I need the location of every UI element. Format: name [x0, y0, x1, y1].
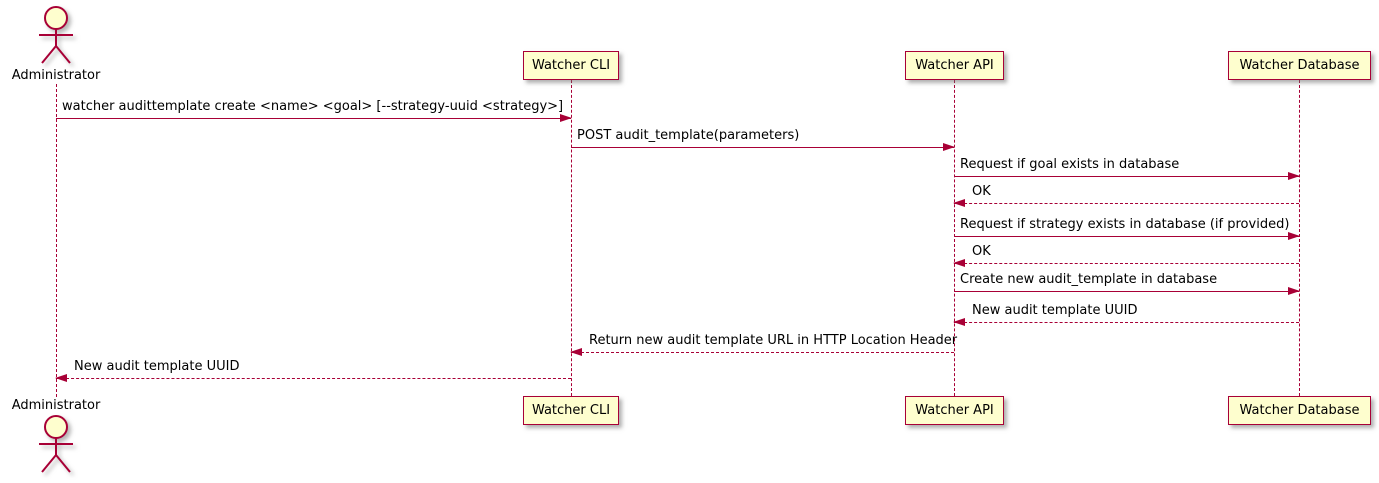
participant-watcher-database-top: Watcher Database [1228, 51, 1371, 80]
message-line [954, 291, 1299, 292]
message-line [954, 263, 1299, 264]
actor-administrator-label-top: Administrator [11, 68, 101, 83]
arrowhead-right-icon [1288, 171, 1300, 180]
actor-administrator-icon [39, 6, 73, 64]
actor-administrator-icon [39, 415, 73, 473]
participant-watcher-api-bottom: Watcher API [905, 396, 1004, 425]
participant-watcher-database-bottom: Watcher Database [1228, 396, 1371, 425]
message-line [571, 147, 954, 148]
message-label: Return new audit template URL in HTTP Lo… [589, 333, 958, 348]
message-label: watcher audittemplate create <name> <goa… [62, 99, 564, 114]
message-line [954, 236, 1299, 237]
arrowhead-left-icon [953, 317, 965, 326]
participant-label: Watcher CLI [531, 58, 611, 73]
message-line [56, 118, 571, 119]
lifeline-watcher-api [954, 80, 955, 396]
participant-watcher-cli-top: Watcher CLI [523, 51, 619, 80]
message-label: POST audit_template(parameters) [577, 128, 800, 143]
arrowhead-right-icon [560, 113, 572, 122]
arrowhead-right-icon [1288, 231, 1300, 240]
arrowhead-left-icon [570, 347, 582, 356]
participant-watcher-cli-bottom: Watcher CLI [523, 396, 619, 425]
message-label: Request if strategy exists in database (… [960, 217, 1290, 232]
arrowhead-right-icon [943, 142, 955, 151]
message-label: Create new audit_template in database [960, 272, 1218, 287]
lifeline-administrator [56, 84, 57, 397]
arrowhead-left-icon [55, 373, 67, 382]
arrowhead-left-icon [953, 198, 965, 207]
participant-label: Watcher API [915, 58, 994, 73]
message-line [954, 322, 1299, 323]
message-label: OK [972, 184, 991, 199]
message-label: New audit template UUID [74, 359, 240, 374]
message-line [954, 176, 1299, 177]
participant-label: Watcher CLI [531, 403, 611, 418]
participant-label: Watcher API [915, 403, 994, 418]
participant-label: Watcher Database [1239, 403, 1360, 418]
arrowhead-left-icon [953, 258, 965, 267]
message-line [954, 203, 1299, 204]
message-label: Request if goal exists in database [960, 157, 1180, 172]
arrowhead-right-icon [1288, 286, 1300, 295]
lifeline-watcher-cli [571, 80, 572, 396]
participant-watcher-api-top: Watcher API [905, 51, 1004, 80]
message-line [56, 378, 571, 379]
actor-administrator-label-bottom: Administrator [11, 398, 101, 413]
message-label: OK [972, 244, 991, 259]
participant-label: Watcher Database [1239, 58, 1360, 73]
message-line [571, 352, 954, 353]
message-label: New audit template UUID [972, 303, 1138, 318]
